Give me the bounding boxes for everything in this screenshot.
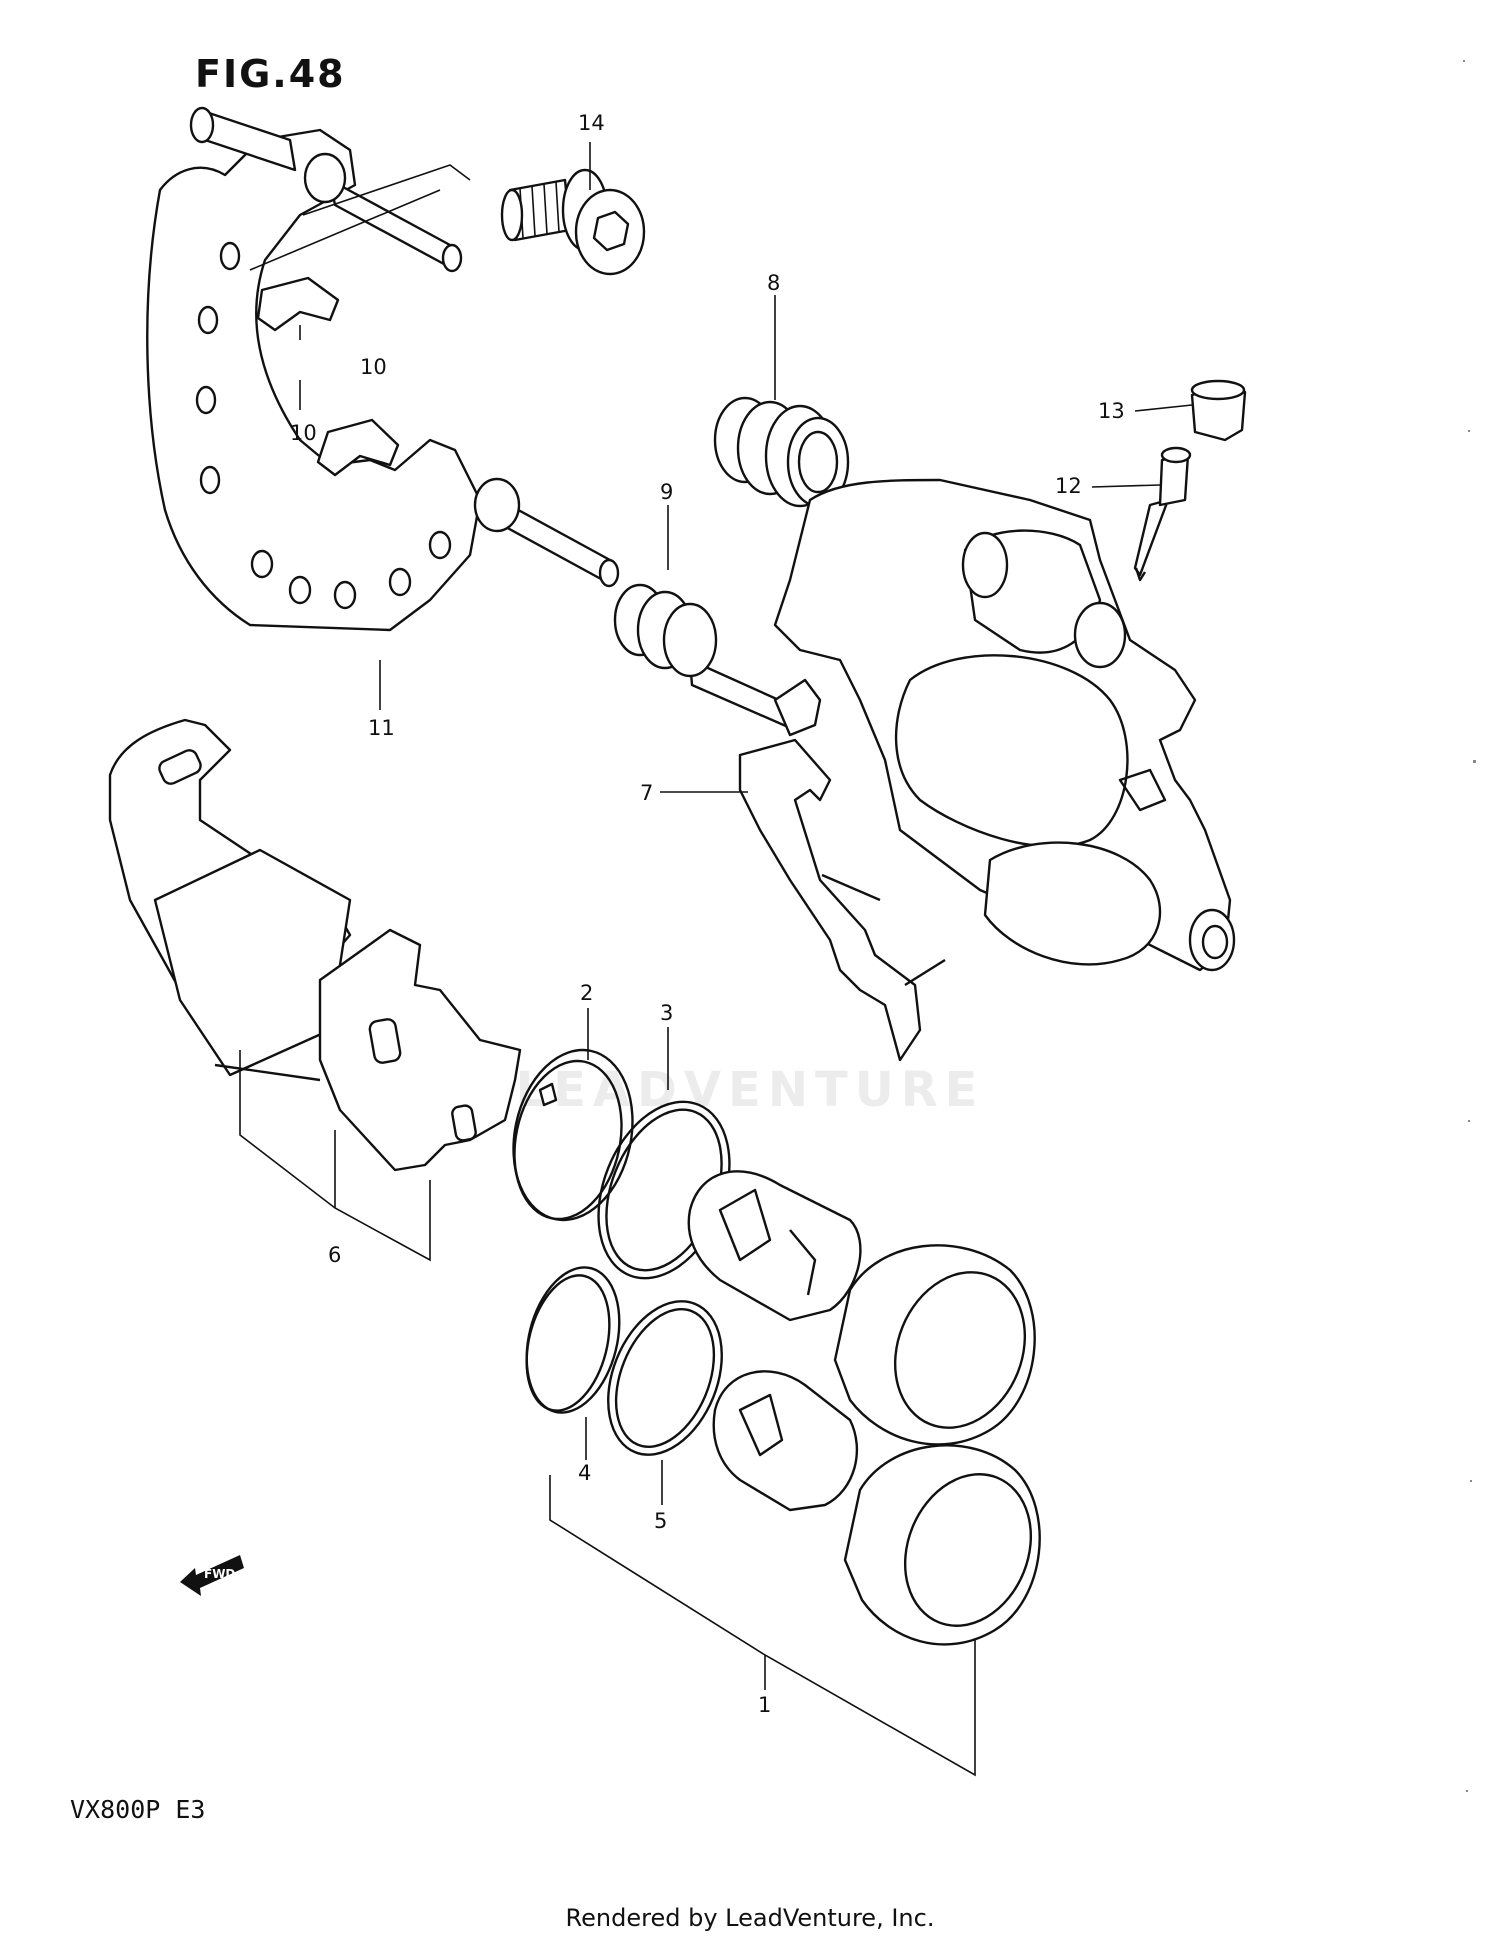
seal-part-4: [525, 1266, 621, 1414]
callout-9: 9: [660, 480, 673, 504]
callout-1: 1: [758, 1693, 771, 1717]
callout-7: 7: [640, 781, 653, 805]
bleeder-cap-part-13: [1190, 379, 1247, 442]
bleeder-screw-part-12: [1133, 446, 1192, 582]
callout-2: 2: [580, 981, 593, 1005]
callout-13: 13: [1098, 399, 1125, 423]
pad-spring-part-7: [738, 738, 946, 1062]
callout-11: 11: [368, 716, 395, 740]
callout-10-upper: 10: [360, 355, 387, 379]
callout-10-lower: 10: [290, 421, 317, 445]
piston-set-part-1: [687, 1170, 1041, 1646]
caliper-bracket-part-11: [146, 106, 620, 632]
scan-edge-marks: [1463, 60, 1476, 1792]
caliper-body: [773, 478, 1236, 972]
seal-part-2: [512, 1048, 634, 1222]
callout-12: 12: [1055, 474, 1082, 498]
callout-14: 14: [578, 111, 605, 135]
bolt-part-14: [500, 168, 646, 276]
callout-4: 4: [578, 1461, 591, 1485]
model-code: VX800P E3: [70, 1795, 206, 1824]
fwd-label: FWD: [204, 1567, 235, 1581]
callout-labels: 14 8 10 10 13 12 9 11 7 2 3 6 4 5 1: [290, 111, 1125, 1717]
slide-pin-boot-part-9: [613, 583, 822, 737]
callout-8: 8: [767, 271, 780, 295]
callout-6: 6: [328, 1243, 341, 1267]
figure-title: FIG.48: [195, 52, 346, 96]
leadventure-watermark: LEADVENTURE: [515, 1062, 985, 1118]
dust-boot-part-8: [713, 396, 850, 508]
callout-5: 5: [654, 1509, 667, 1533]
brake-pads-part-6: [108, 718, 522, 1172]
callout-3: 3: [660, 1001, 673, 1025]
leader-lines: [239, 142, 1193, 1777]
fwd-arrow-icon: FWD: [180, 1555, 244, 1596]
render-credit: Rendered by LeadVenture, Inc.: [565, 1904, 935, 1932]
seal-part-5: [607, 1300, 723, 1456]
